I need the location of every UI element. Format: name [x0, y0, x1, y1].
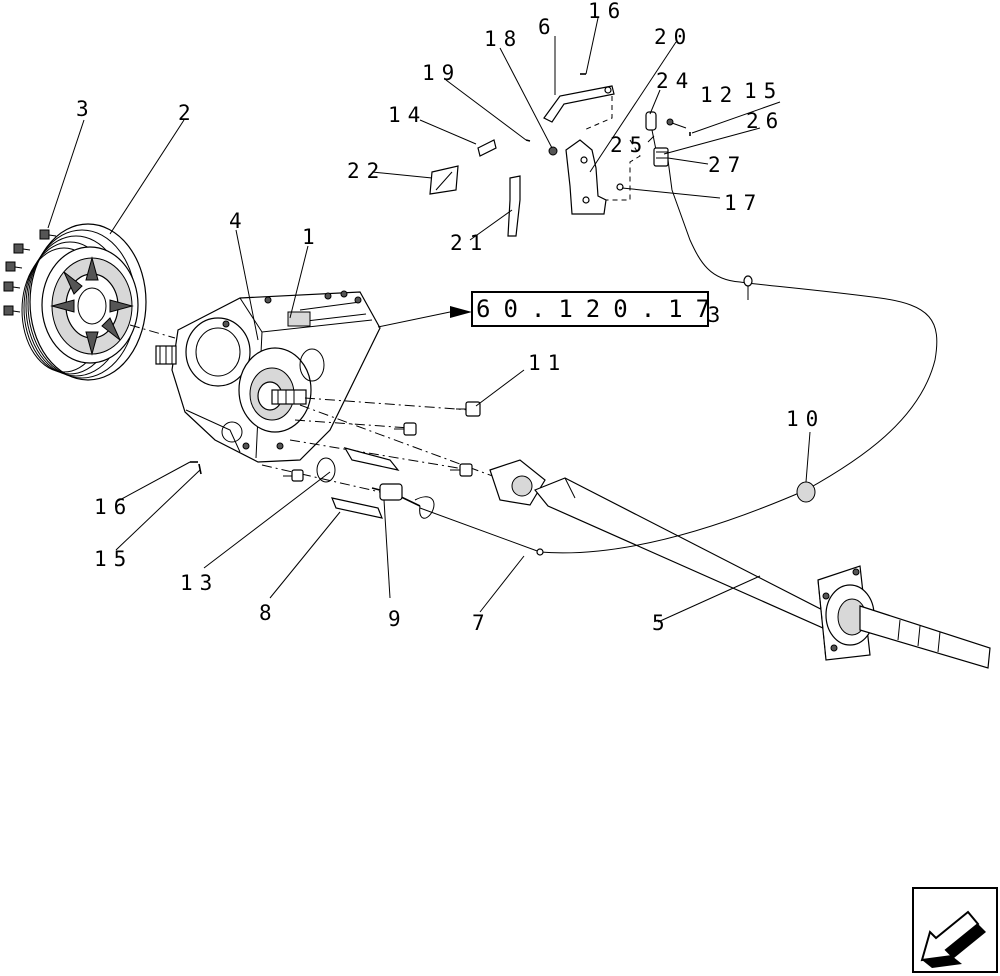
control-linkage [429, 73, 691, 237]
callout-3: 3 [76, 97, 96, 121]
pulley-bolts [3, 229, 57, 316]
reference-box[interactable]: 60.120.17 [471, 291, 723, 327]
callout-22: 22 [347, 159, 386, 183]
callout-13: 13 [180, 571, 219, 595]
pins-15-16 [190, 461, 202, 475]
callout-4: 4 [229, 209, 249, 233]
callout-19: 19 [422, 61, 461, 85]
pulley [21, 223, 147, 381]
callout-16-left: 16 [94, 495, 133, 519]
control-cable [371, 159, 938, 556]
leader-lines [47, 17, 811, 623]
gearbox-bolts [283, 422, 473, 482]
callout-6: 6 [538, 15, 558, 39]
callout-25: 25 [610, 133, 649, 157]
callout-18: 18 [484, 27, 523, 51]
callout-labels: 1 2 3 4 5 6 7 8 9 10 11 12 13 14 15 15 1… [76, 0, 825, 635]
callout-26: 26 [746, 109, 785, 133]
callout-17: 17 [724, 191, 763, 215]
drive-shaft [489, 459, 991, 669]
callout-12: 12 [700, 83, 739, 107]
callout-27: 27 [708, 153, 747, 177]
callout-8: 8 [259, 601, 279, 625]
callout-16-top: 16 [588, 0, 627, 23]
callout-1: 1 [302, 225, 322, 249]
callout-15-right: 15 [744, 79, 783, 103]
callout-20: 20 [654, 25, 693, 49]
previous-page-arrow-icon[interactable] [912, 887, 998, 973]
callout-5: 5 [652, 611, 672, 635]
callout-15-left: 15 [94, 547, 133, 571]
callout-21: 21 [450, 231, 489, 255]
callout-2: 2 [178, 101, 198, 125]
reference-arrow [450, 306, 472, 318]
callout-14: 14 [388, 103, 427, 127]
callout-9: 9 [388, 607, 408, 631]
callout-10: 10 [786, 407, 825, 431]
callout-11: 11 [528, 351, 567, 375]
reference-label: 60.120.17 [476, 295, 723, 323]
gearbox [155, 290, 381, 463]
callout-24: 24 [656, 69, 695, 93]
callout-7: 7 [472, 611, 492, 635]
bolt-11 [456, 401, 481, 417]
